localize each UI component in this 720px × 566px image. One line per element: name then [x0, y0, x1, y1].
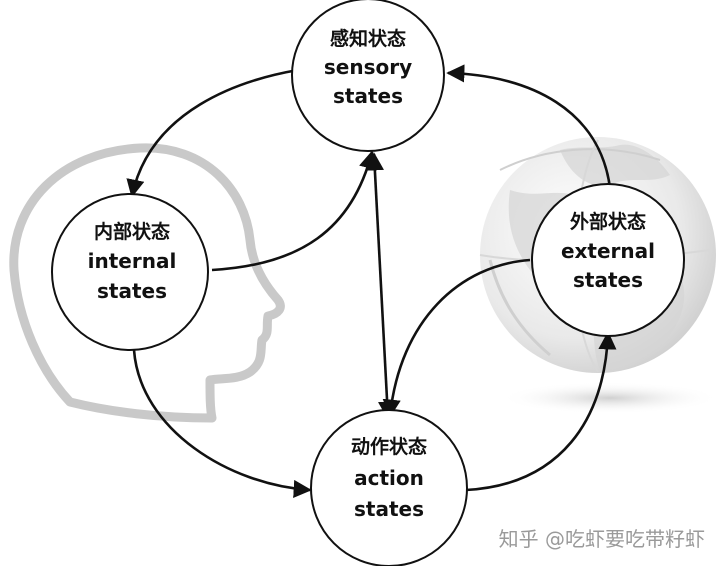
node-internal-line1: internal — [88, 249, 177, 273]
node-sensory: 感知状态 sensory states — [291, 0, 445, 152]
edge-internal-to-action — [132, 349, 312, 499]
node-action: 动作状态 action states — [310, 409, 468, 566]
node-sensory-line2: states — [333, 84, 403, 108]
edge-action-to-external — [465, 331, 617, 492]
node-action-title: 动作状态 — [351, 435, 427, 458]
node-internal: 内部状态 internal states — [51, 193, 209, 351]
edge-sensory-to-internal — [126, 68, 299, 198]
edge-external-to-action — [382, 258, 531, 418]
watermark-text: 知乎 @吃虾要吃带籽虾 — [499, 527, 705, 551]
node-internal-title: 内部状态 — [94, 220, 170, 243]
edge-internal-to-sensory — [211, 150, 377, 272]
node-internal-line2: states — [97, 279, 167, 303]
node-external-line1: external — [561, 239, 655, 263]
node-external-title: 外部状态 — [570, 210, 646, 233]
node-action-line2: states — [354, 497, 424, 521]
node-external-line2: states — [573, 268, 643, 292]
edges — [126, 64, 617, 499]
node-action-line1: action — [354, 466, 424, 490]
edge-sensory-action-bidirectional — [365, 152, 397, 420]
head-outline-icon — [9, 143, 285, 423]
node-sensory-line1: sensory — [324, 55, 412, 79]
node-external: 外部状态 external states — [531, 183, 685, 337]
edge-external-to-sensory — [446, 64, 612, 189]
node-sensory-title: 感知状态 — [330, 27, 406, 50]
